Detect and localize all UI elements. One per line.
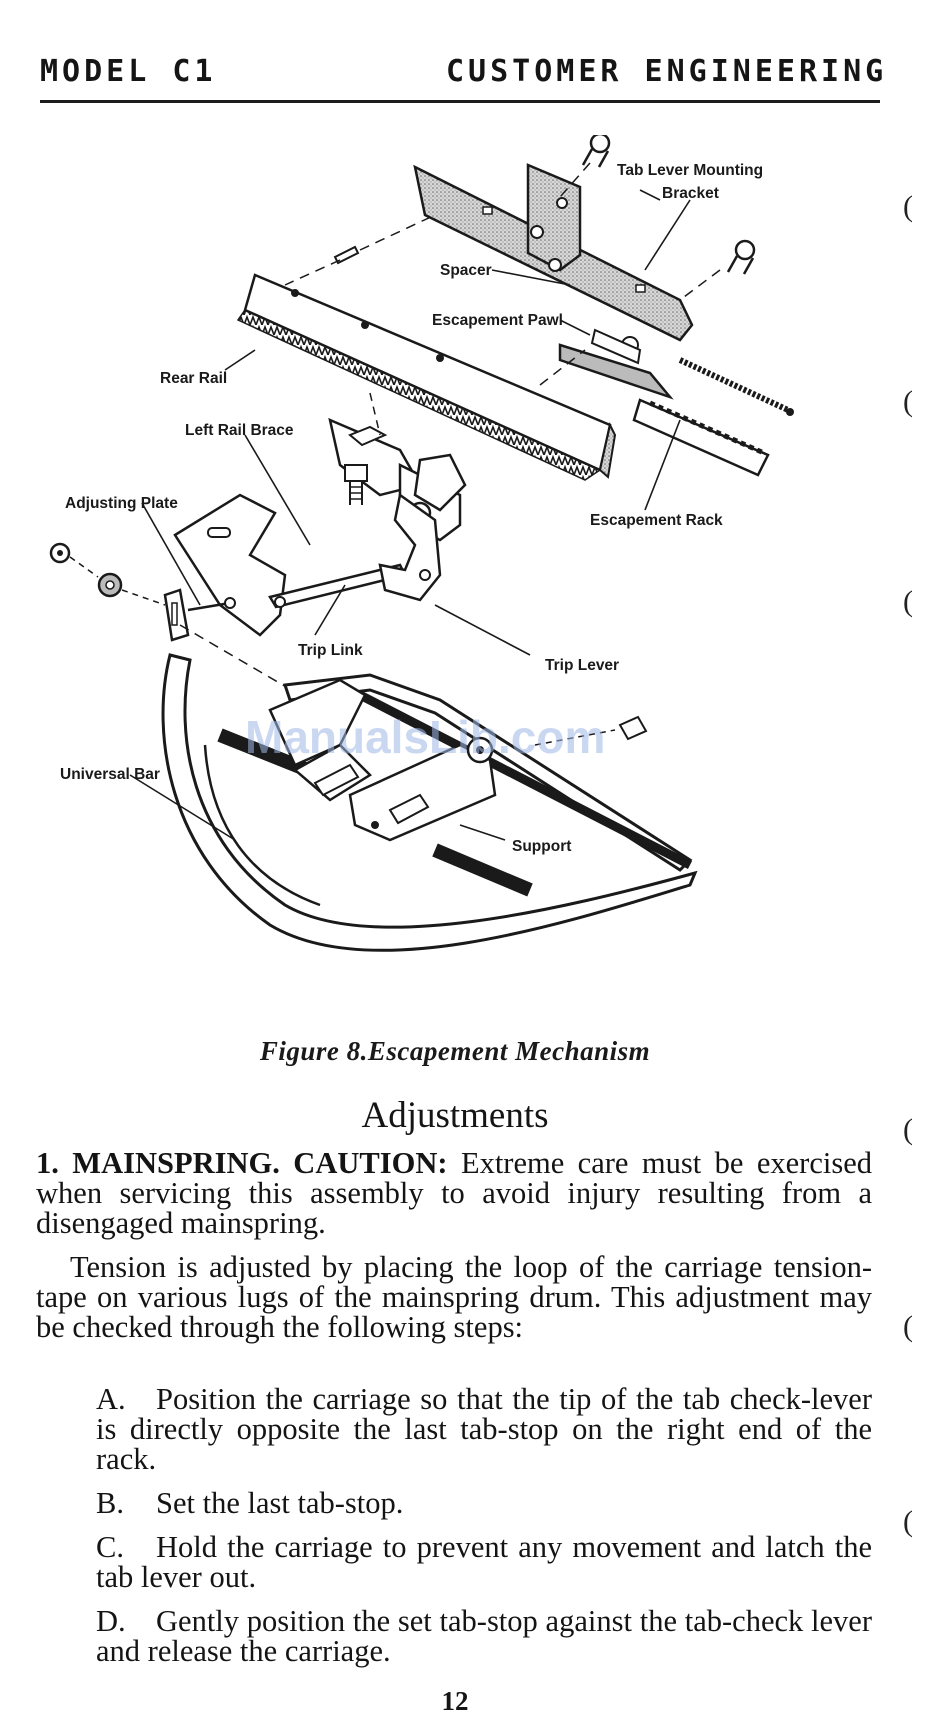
margin-mark: ( [903, 385, 913, 418]
rear-rail [236, 273, 617, 481]
label-universal-bar: Universal Bar [60, 766, 160, 783]
nut-icon [618, 715, 648, 741]
trip-lever [378, 492, 442, 602]
step-b: B. Set the last tab-stop. [96, 1486, 872, 1520]
header-model: MODEL C1 [40, 54, 217, 89]
screw-icon [581, 135, 611, 168]
washer-icon [49, 542, 71, 564]
step-text: Position the carriage so that the tip of… [96, 1382, 872, 1476]
step-text: Set the last tab-stop. [156, 1486, 404, 1520]
label-escapement-rack: Escapement Rack [590, 512, 723, 529]
section-title: Adjustments [361, 1095, 549, 1136]
margin-mark: ( [903, 585, 913, 618]
label-tab-lever-bracket-2: Bracket [662, 185, 719, 202]
page-number: 12 [441, 1686, 469, 1716]
header-rule [40, 100, 880, 103]
margin-mark: ( [903, 1113, 913, 1146]
header-section: CUSTOMER ENGINEERING [446, 54, 888, 89]
tab-lever-bracket [413, 163, 694, 342]
step-d: D.Gently position the set tab-stop again… [96, 1604, 872, 1668]
step-letter: B. [96, 1486, 124, 1520]
mainspring-heading: 1. MAINSPRING. CAUTION: [36, 1146, 448, 1180]
label-left-rail-brace: Left Rail Brace [185, 422, 294, 439]
step-letter: A. [96, 1382, 126, 1416]
margin-mark: ( [903, 1310, 913, 1343]
label-rear-rail: Rear Rail [160, 370, 227, 387]
watermark: ManualsLib.com [245, 711, 605, 763]
label-spacer: Spacer [440, 262, 492, 279]
step-text: Hold the carriage to prevent any movemen… [96, 1530, 872, 1594]
label-support: Support [512, 838, 571, 855]
margin-mark: ( [903, 1505, 913, 1538]
adjusting-plate [163, 493, 287, 642]
label-trip-lever: Trip Lever [545, 657, 619, 674]
label-adjusting-plate: Adjusting Plate [65, 495, 178, 512]
mainspring-caution-paragraph: 1. MAINSPRING. CAUTION: Extreme care mus… [36, 1146, 872, 1240]
margin-mark: ( [903, 190, 913, 223]
universal-bar [161, 653, 698, 952]
step-letter: D. [96, 1604, 126, 1638]
bolt-icon [344, 464, 368, 505]
escapement-mechanism-figure: Tab Lever Mounting Bracket Spacer Escape… [49, 135, 794, 952]
label-escapement-pawl: Escapement Pawl [432, 312, 563, 329]
step-a: A.Position the carriage so that the tip … [96, 1382, 872, 1476]
escapement-rack [632, 398, 770, 477]
figure-caption: Figure 8.Escapement Mechanism [259, 1036, 651, 1066]
step-c: C.Hold the carriage to prevent any movem… [96, 1530, 872, 1594]
escapement-pawl [558, 328, 674, 400]
mainspring-caution-text: Extreme care must be exercised when serv… [36, 1146, 872, 1240]
label-tab-lever-bracket-1: Tab Lever Mounting [617, 162, 763, 179]
screw-icon [726, 239, 756, 275]
step-letter: C. [96, 1530, 124, 1564]
tension-paragraph: Tension is adjusted by placing the loop … [36, 1250, 872, 1344]
step-text: Gently position the set tab-stop against… [96, 1604, 872, 1668]
support-bracket [313, 736, 497, 842]
washer-icon [97, 572, 123, 598]
label-trip-link: Trip Link [298, 642, 363, 659]
